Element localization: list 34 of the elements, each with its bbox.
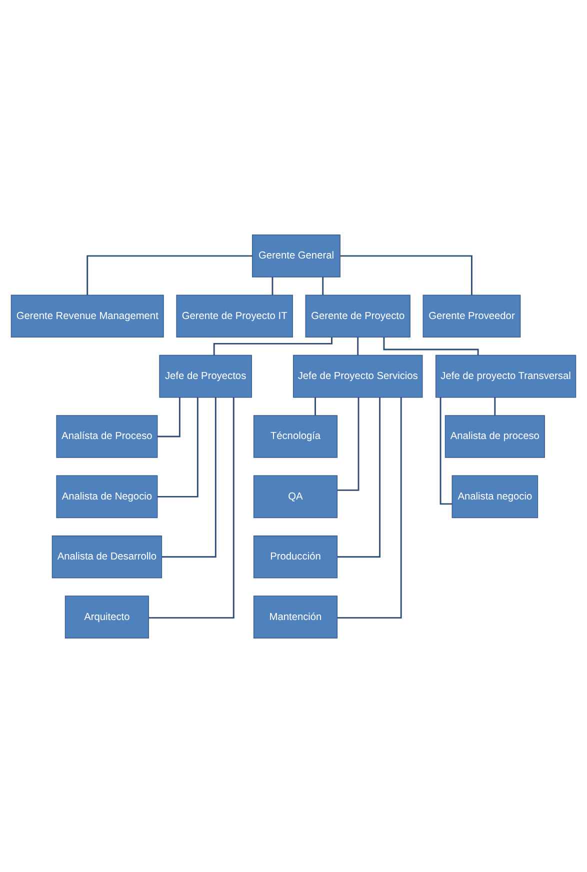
node-box: Gerente General [252, 234, 340, 277]
node-box: Gerente de Proyecto IT [176, 294, 293, 338]
node-box: Mantención [253, 595, 338, 638]
connector [338, 396, 360, 490]
connector [162, 396, 216, 558]
node-box: QA [253, 474, 338, 518]
connector [337, 397, 402, 618]
connector [357, 336, 359, 355]
connector [314, 396, 316, 415]
node-box: Analísta de Proceso [56, 414, 158, 458]
connector [322, 276, 324, 294]
node-box: Jefe de Proyecto Servicios [292, 354, 423, 398]
connector [337, 396, 381, 558]
connector [157, 396, 180, 437]
node-box: Gerente Proveedor [422, 294, 521, 338]
connector [148, 397, 234, 618]
connector [157, 397, 198, 497]
node-box: Analista negocio [452, 474, 538, 518]
connector [86, 254, 252, 295]
node-box: Técnología [253, 414, 338, 458]
connector [440, 396, 452, 504]
node-box: Gerente Revenue Management [10, 294, 164, 338]
connector [272, 276, 274, 294]
node-box: Analista de proceso [444, 414, 545, 458]
node-box: Producción [253, 534, 338, 578]
connector [213, 336, 332, 355]
node-box: Analista de Negocio [56, 474, 158, 518]
connector [494, 396, 496, 415]
node-box: Analista de Desarrollo [52, 534, 162, 578]
node-box: Jefe de Proyectos [159, 354, 252, 398]
node-box: Arquitecto [64, 595, 149, 638]
connector [340, 254, 472, 295]
node-box: Jefe de proyecto Transversal [435, 354, 576, 398]
node-box: Gerente de Proyecto [305, 294, 410, 338]
